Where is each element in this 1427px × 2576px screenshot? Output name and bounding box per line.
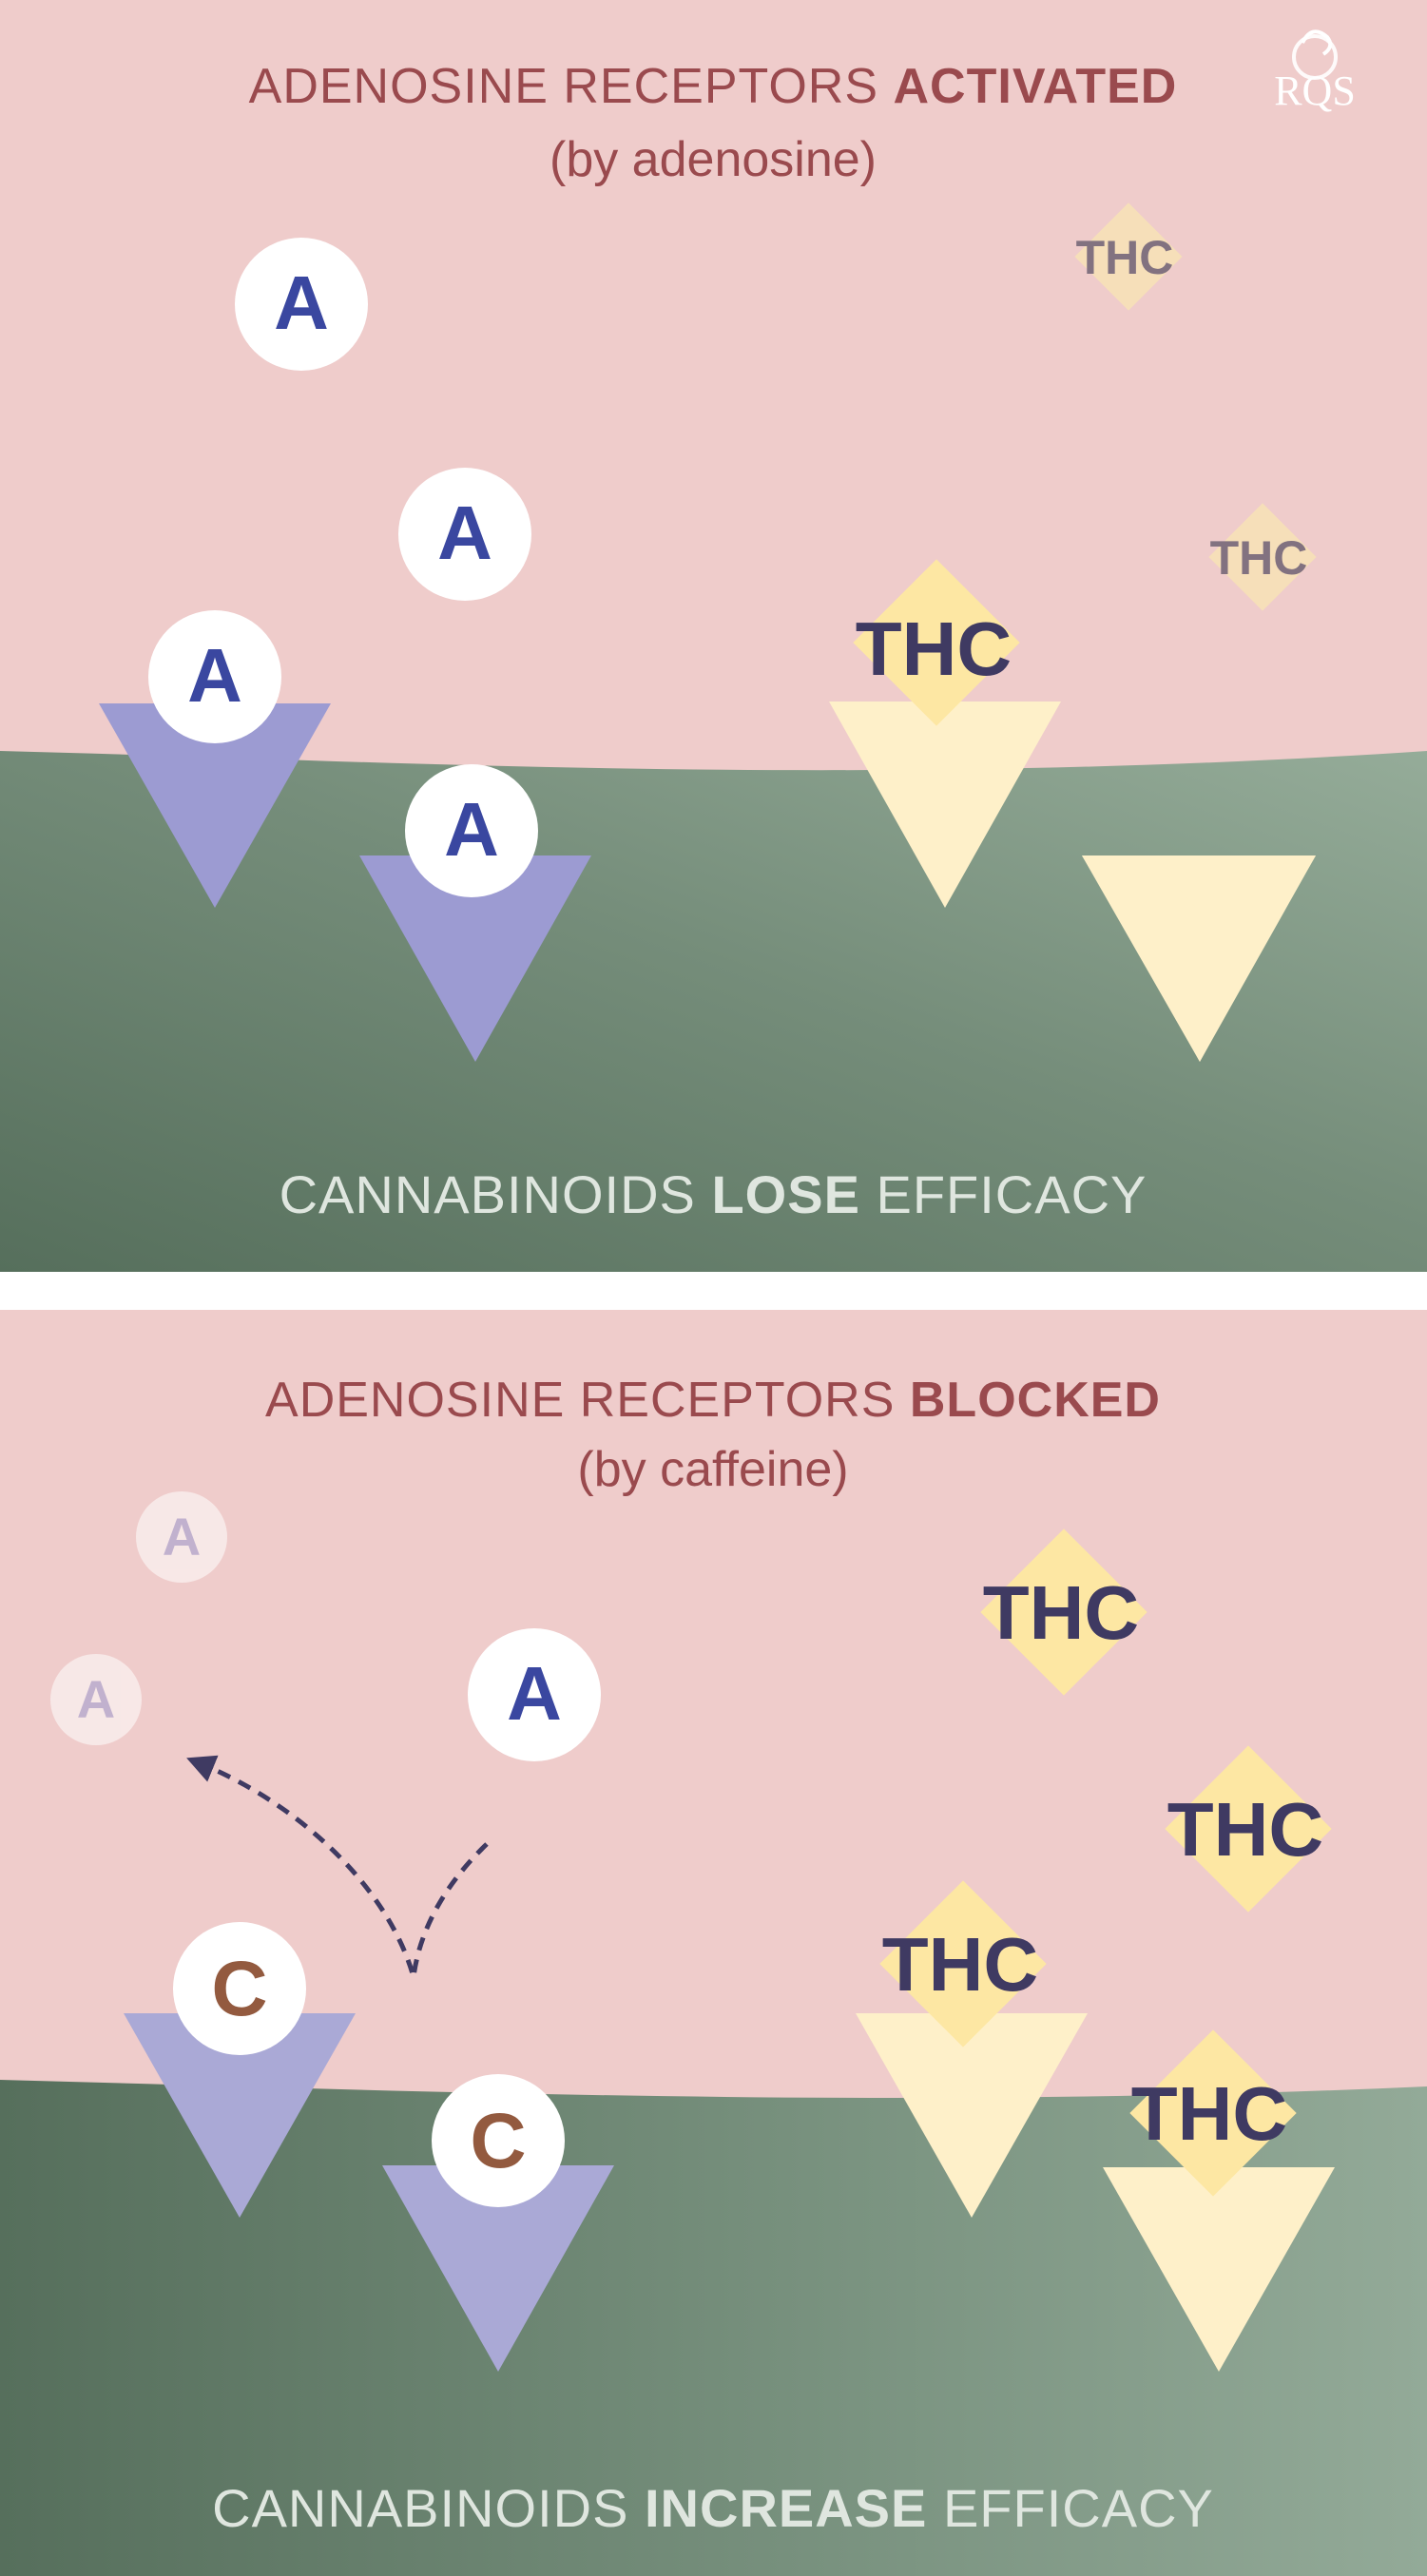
top-panel: ADENOSINE RECEPTORS ACTIVATED (by adenos… bbox=[0, 0, 1427, 1272]
svg-text:THC: THC bbox=[1076, 231, 1174, 284]
top-footer: CANNABINOIDS LOSE EFFICACY bbox=[280, 1164, 1147, 1224]
cannabinoid-receptor bbox=[829, 702, 1061, 908]
rqs-logo: RQS bbox=[1274, 29, 1356, 114]
svg-text:THC: THC bbox=[1210, 531, 1308, 585]
adenosine-molecule-faded: A bbox=[50, 1654, 142, 1745]
svg-text:C: C bbox=[470, 2098, 526, 2184]
adenosine-molecule: A bbox=[468, 1628, 601, 1761]
thc-molecule: THC bbox=[1165, 1745, 1332, 1913]
adenosine-receptor bbox=[124, 2013, 356, 2218]
thc-molecule-bound: THC bbox=[853, 559, 1020, 726]
bottom-panel: ADENOSINE RECEPTORS BLOCKED (by caffeine… bbox=[0, 1310, 1427, 2576]
bottom-title: ADENOSINE RECEPTORS BLOCKED bbox=[265, 1373, 1161, 1428]
svg-text:THC: THC bbox=[1131, 2071, 1287, 2156]
adenosine-molecule-faded: A bbox=[136, 1491, 227, 1583]
lion-icon bbox=[1292, 34, 1338, 80]
lion-mane-icon bbox=[1301, 29, 1333, 56]
svg-text:A: A bbox=[187, 633, 242, 718]
top-subtitle: (by adenosine) bbox=[550, 132, 877, 187]
thc-molecule: THC bbox=[980, 1528, 1147, 1696]
svg-text:THC: THC bbox=[983, 1570, 1139, 1655]
thc-molecule-bound: THC bbox=[879, 1880, 1047, 2047]
adenosine-molecule-bound: A bbox=[148, 610, 281, 743]
bottom-subtitle: (by caffeine) bbox=[577, 1442, 848, 1497]
cannabinoid-receptor bbox=[1103, 2167, 1335, 2372]
caffeine-molecule-bound: C bbox=[173, 1922, 306, 2055]
adenosine-molecule: A bbox=[398, 468, 531, 601]
svg-text:THC: THC bbox=[856, 606, 1012, 691]
svg-text:A: A bbox=[444, 787, 499, 872]
thc-molecule-faded: THC bbox=[1074, 202, 1183, 311]
cannabinoid-receptor bbox=[856, 2013, 1088, 2218]
adenosine-receptor bbox=[382, 2165, 614, 2372]
top-cell-membrane-area bbox=[0, 751, 1427, 1272]
bottom-cell-membrane-area bbox=[0, 2080, 1427, 2576]
svg-text:A: A bbox=[437, 490, 492, 575]
svg-text:A: A bbox=[163, 1507, 201, 1567]
logo-text: RQS bbox=[1274, 67, 1356, 114]
svg-text:A: A bbox=[77, 1669, 115, 1729]
adenosine-receptor bbox=[99, 703, 331, 908]
svg-text:THC: THC bbox=[882, 1922, 1038, 2007]
thc-molecule-bound: THC bbox=[1129, 2029, 1297, 2197]
svg-text:THC: THC bbox=[1167, 1787, 1323, 1872]
caffeine-molecule-bound: C bbox=[432, 2074, 565, 2207]
svg-text:A: A bbox=[507, 1651, 562, 1736]
cannabinoid-receptor-notch bbox=[1082, 855, 1316, 1062]
svg-text:C: C bbox=[211, 1946, 267, 2032]
adenosine-molecule-bound: A bbox=[405, 764, 538, 897]
bottom-footer: CANNABINOIDS INCREASE EFFICACY bbox=[212, 2478, 1214, 2538]
adenosine-molecule: A bbox=[235, 238, 368, 371]
svg-text:A: A bbox=[274, 260, 329, 345]
displacement-arrow-icon bbox=[186, 1755, 489, 1978]
adenosine-receptor bbox=[359, 855, 591, 1062]
top-title: ADENOSINE RECEPTORS ACTIVATED bbox=[249, 59, 1178, 114]
